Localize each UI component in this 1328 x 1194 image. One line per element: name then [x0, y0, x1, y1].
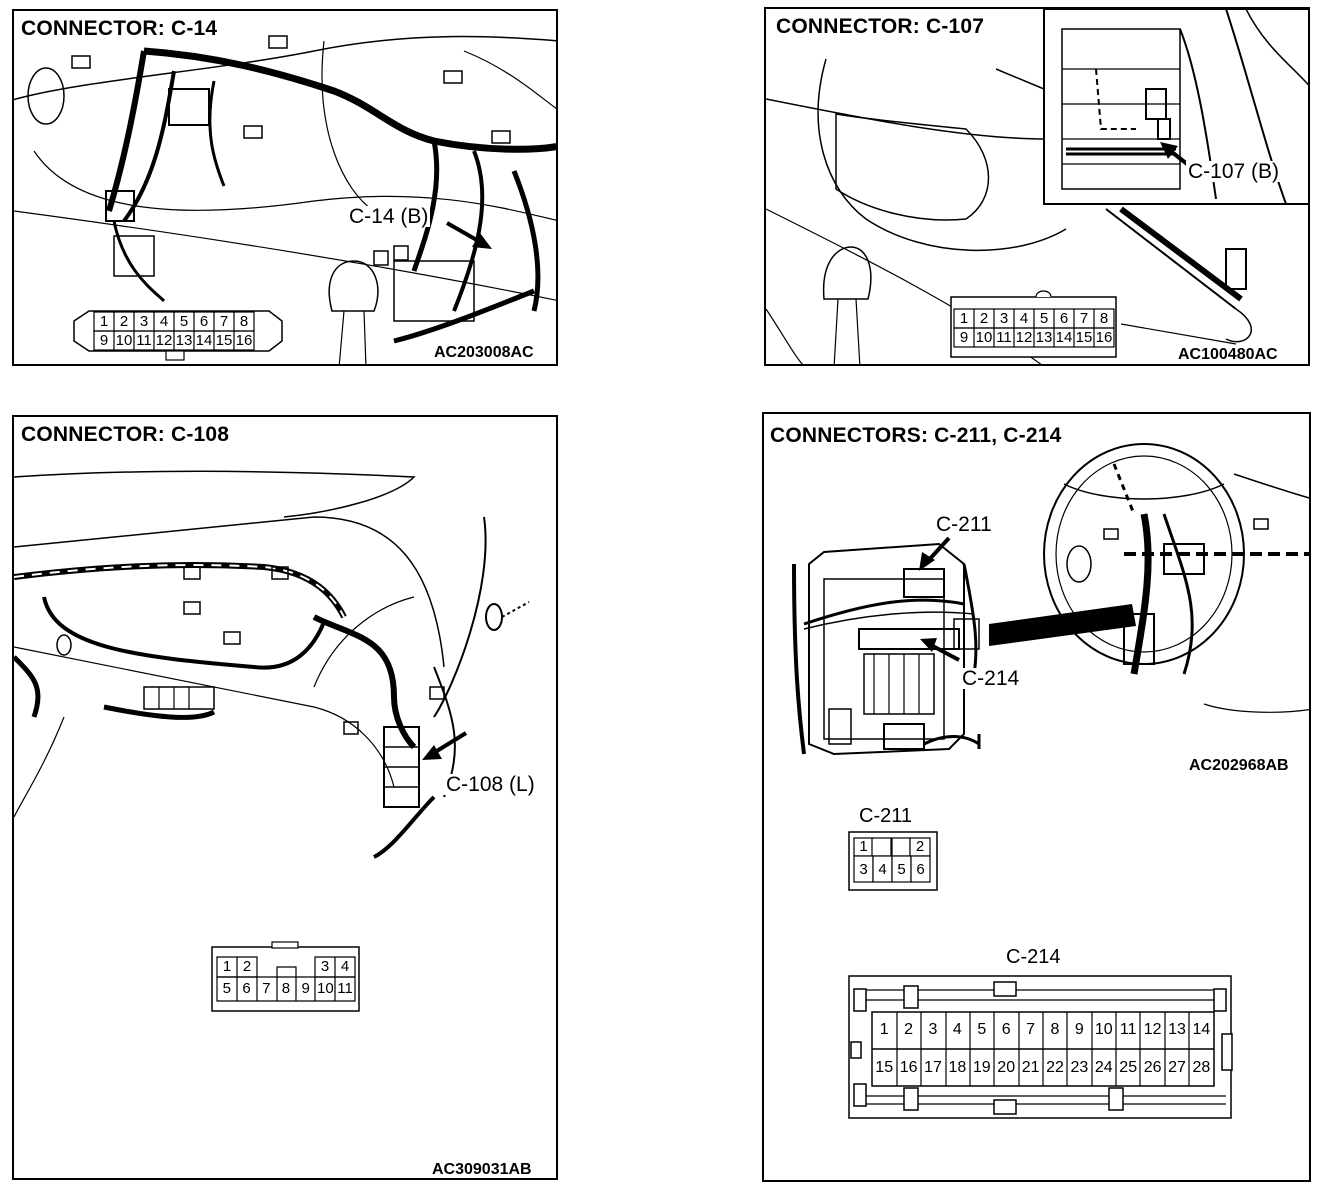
pin-label: 18	[948, 1059, 967, 1076]
pin-label: 11	[136, 332, 152, 349]
pin-label: 8	[1050, 1021, 1060, 1038]
pin-label: 3	[928, 1021, 938, 1038]
pin-label: 2	[904, 1021, 914, 1038]
pin-label: 5	[179, 313, 189, 330]
pin-label: 25	[1119, 1059, 1138, 1076]
c108-harness-illustration	[14, 470, 530, 1012]
c14-harness-illustration	[14, 35, 556, 364]
pin-label: 9	[1074, 1021, 1084, 1038]
pin-label: 16	[235, 332, 253, 349]
pin-label: 7	[262, 980, 271, 997]
pin-label: 23	[1070, 1059, 1089, 1076]
pin-label: 11	[996, 329, 1012, 346]
pin-label: 22	[1046, 1059, 1064, 1076]
c211-face-label: C-211	[859, 805, 912, 827]
pin-label: 5	[1039, 310, 1049, 327]
c211-callout-label: C-211	[934, 513, 994, 536]
pin-label: 13	[1035, 329, 1053, 346]
c214-face-label: C-214	[1006, 946, 1061, 968]
pin-label: 6	[1059, 310, 1069, 327]
pin-label: 7	[1026, 1021, 1036, 1038]
pin-label: 17	[924, 1059, 942, 1076]
pin-label: 3	[139, 313, 149, 330]
pin-label: 10	[975, 329, 993, 346]
pin-label: 12	[1143, 1021, 1162, 1038]
c14-figure-code: AC203008AC	[434, 344, 534, 362]
c211-c214-figure-code: AC202968AB	[1189, 757, 1289, 774]
pin-label: 12	[1015, 329, 1033, 346]
pin-label: 3	[859, 861, 868, 878]
pin-label: 6	[1001, 1021, 1011, 1038]
pin-label: 3	[999, 310, 1009, 327]
pin-label: 6	[916, 861, 925, 878]
pin-label: 10	[115, 332, 133, 349]
pin-label: 1	[859, 838, 868, 855]
pin-label: 13	[175, 332, 193, 349]
pin-label: 4	[952, 1021, 962, 1038]
pin-label: 27	[1168, 1059, 1186, 1076]
c14-panel-title: CONNECTOR: C-14	[19, 17, 220, 41]
pin-label: 21	[1021, 1059, 1040, 1076]
c107-panel-title: CONNECTOR: C-107	[774, 15, 987, 39]
pin-label: 7	[1079, 310, 1089, 327]
c107-callout-label: C-107 (B)	[1186, 160, 1282, 183]
pin-label: 16	[1095, 329, 1113, 346]
pin-label: 8	[1099, 310, 1109, 327]
c108-figure-code: AC309031AB	[432, 1161, 532, 1178]
pin-label: 6	[242, 980, 251, 997]
c108-panel-title: CONNECTOR: C-108	[19, 423, 232, 447]
c214-callout-label: C-214	[960, 667, 1022, 690]
pin-label: 19	[972, 1059, 991, 1076]
c14-callout-label: C-14 (B)	[347, 205, 431, 228]
c211-c214-location-illustration	[792, 443, 1309, 1119]
pin-label: 1	[99, 313, 109, 330]
pin-label: 2	[119, 313, 129, 330]
pin-label: 5	[222, 980, 232, 997]
pin-label: 15	[1075, 329, 1093, 346]
pin-label: 10	[1094, 1021, 1113, 1038]
pin-label: 2	[979, 310, 989, 327]
pin-label: 14	[195, 332, 213, 349]
pin-label: 9	[959, 329, 969, 346]
pin-label: 11	[1119, 1021, 1137, 1038]
pin-label: 5	[977, 1021, 987, 1038]
pin-label: 9	[301, 980, 310, 997]
pin-label: 12	[155, 332, 173, 349]
pin-label: 28	[1192, 1059, 1211, 1076]
pin-label: 2	[242, 958, 252, 975]
c108-callout-label: C-108 (L)	[444, 773, 537, 796]
pin-label: 4	[1019, 310, 1029, 327]
pin-label: 2	[915, 838, 925, 855]
pin-label: 1	[959, 310, 969, 327]
pin-label: 20	[997, 1059, 1016, 1076]
pin-label: 7	[219, 313, 229, 330]
pin-label: 1	[879, 1021, 889, 1038]
pin-label: 8	[281, 980, 291, 997]
pin-label: 10	[317, 980, 334, 997]
c211-c214-panel-title: CONNECTORS: C-211, C-214	[768, 424, 1064, 448]
pin-label: 11	[337, 980, 353, 997]
panel-connectors-c211-c214: CONNECTORS: C-211, C-214 C-211 C-214 AC2…	[762, 412, 1311, 1182]
c107-figure-code: AC100480AC	[1178, 346, 1278, 363]
pin-label: 9	[99, 332, 109, 349]
pin-label: 14	[1192, 1021, 1211, 1038]
pin-label: 13	[1168, 1021, 1186, 1038]
pin-label: 8	[239, 313, 249, 330]
pin-label: 6	[199, 313, 209, 330]
pin-label: 15	[215, 332, 233, 349]
pin-label: 26	[1143, 1059, 1162, 1076]
pin-label: 16	[899, 1059, 918, 1076]
pin-label: 15	[875, 1059, 894, 1076]
pin-label: 4	[878, 861, 887, 878]
pin-label: 5	[897, 861, 906, 878]
pin-label: 3	[320, 958, 330, 975]
pin-label: 4	[340, 958, 350, 975]
pin-label: 14	[1055, 329, 1073, 346]
pin-label: 1	[222, 958, 232, 975]
pin-label: 4	[159, 313, 169, 330]
pin-label: 24	[1094, 1059, 1113, 1076]
